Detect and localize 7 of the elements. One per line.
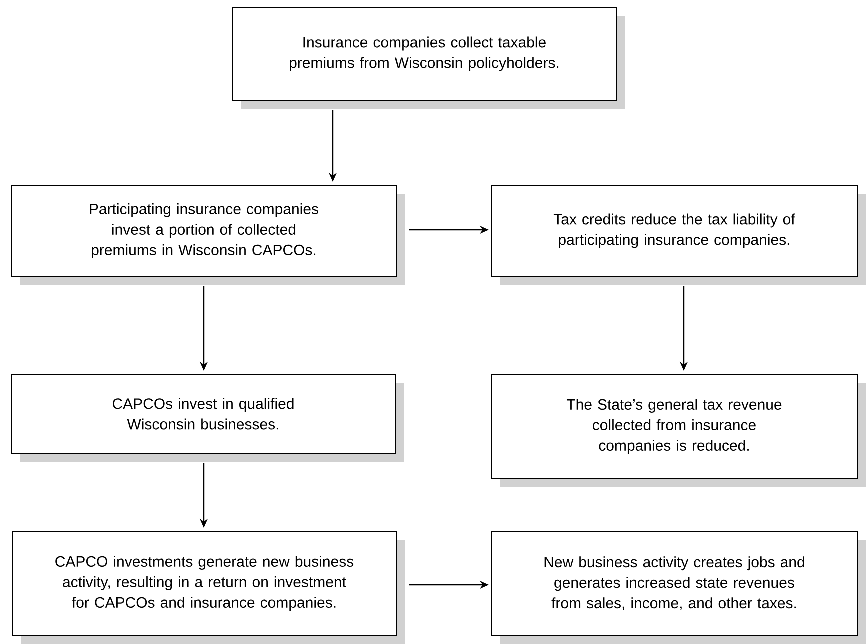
process-box: Tax credits reduce the tax liability of participating insurance companies.: [491, 185, 866, 285]
process-box: Insurance companies collect taxable premiums from Wisconsin policyholders.: [232, 7, 625, 109]
process-box: CAPCO investments generate new business activity, resulting in a return on investment for CAPCOs and insurance companies.: [12, 531, 405, 644]
process-box: The State’s general tax revenue collected from insurance companies is reduced.: [491, 374, 866, 487]
process-box: New business activity creates jobs and generates increased state revenues from sales, income, and other taxes.: [491, 531, 866, 644]
process-box: CAPCOs invest in qualified Wisconsin businesses.: [11, 374, 404, 462]
process-box: Participating insurance companies invest a portion of collected premiums in Wisconsin CAPCOs.: [11, 185, 405, 285]
